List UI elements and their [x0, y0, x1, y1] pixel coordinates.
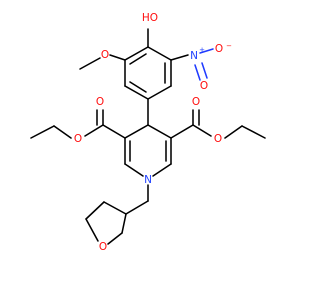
- bond-nitro-n: [170, 54, 189, 61]
- bond-nitro-o-right: [199, 48, 214, 54]
- left-alkoxy-oxygen-label: O: [74, 133, 82, 145]
- bond-ring-4: [124, 85, 149, 100]
- bond-dhp-1: [124, 124, 149, 139]
- nitro-oxygen-bottom-label: O: [200, 80, 208, 92]
- bond-left-ethyl-1: [53, 125, 72, 139]
- ring-nitrogen-label: N: [144, 174, 152, 186]
- bond-left-ester-carbon: [102, 124, 126, 139]
- hydroxyl-label: HO: [142, 12, 158, 24]
- bond-dhp-4: [152, 163, 172, 177]
- thf-oxygen-label: O: [99, 241, 107, 253]
- bond-methoxy-o: [109, 54, 126, 61]
- bond-thf-2: [85, 201, 105, 220]
- nitro-nitrogen-label: N: [190, 50, 198, 62]
- nitro-oxygen-right-label: O: [215, 43, 223, 55]
- methoxy-oxygen-label: O: [101, 49, 109, 61]
- left-carbonyl-oxygen-label: O: [96, 96, 104, 108]
- bond-left-ester-o: [84, 124, 104, 137]
- nitro-minus-label: −: [226, 42, 232, 50]
- bond-right-ethyl-1: [224, 125, 243, 139]
- right-alkoxy-oxygen-label: O: [214, 133, 222, 145]
- bond-ring-4-double: [129, 81, 147, 93]
- molecule-canvas: HO O N + O − O O O O O N O: [30, 12, 266, 253]
- bond-nitro-o-bottom-b: [201, 62, 208, 79]
- bond-dhp-3: [124, 163, 144, 177]
- chemical-structure: HO O N + O − O O O O O N O: [30, 12, 266, 253]
- bond-ring-3: [147, 85, 172, 100]
- bond-right-ester-o: [192, 124, 212, 137]
- bond-thf-4: [107, 232, 123, 245]
- nitro-plus-label: +: [199, 46, 205, 54]
- bond-thf-link: [125, 200, 149, 215]
- bond-methoxy-methyl: [79, 57, 101, 70]
- bond-ring-6: [124, 46, 149, 61]
- bond-left-ethyl-2: [30, 125, 55, 139]
- right-carbonyl-oxygen-label: O: [192, 96, 200, 108]
- bond-ring-6-double: [129, 53, 147, 65]
- bond-right-ester-carbon: [170, 124, 194, 139]
- bond-right-ethyl-2: [241, 125, 266, 139]
- bond-thf-3: [85, 218, 99, 242]
- bond-dhp-6: [147, 124, 172, 139]
- bond-ring-1: [147, 46, 172, 61]
- bond-thf-1: [103, 201, 127, 215]
- bond-thf-5: [121, 213, 127, 234]
- bond-nitro-o-bottom-a: [194, 64, 201, 81]
